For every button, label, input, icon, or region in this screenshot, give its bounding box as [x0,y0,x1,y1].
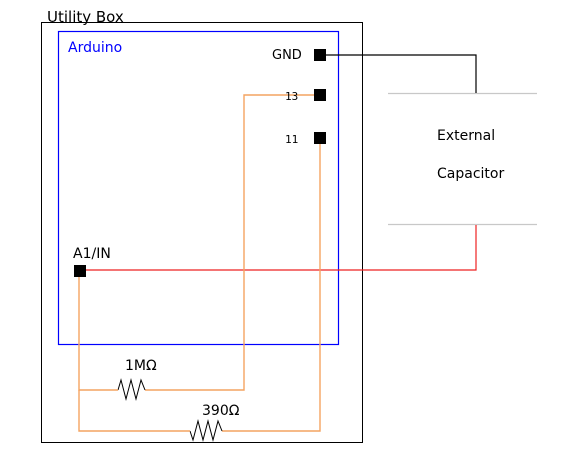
resistor-390 [189,419,223,442]
a1-to-390-wire [78,390,190,432]
a1-to-1m-wire [78,270,118,391]
pin11-square [314,132,326,144]
a1-wire [80,225,477,271]
resistor-1m [117,378,146,401]
resistor-390-label: 390Ω [202,403,240,419]
capacitor-label-line2: Capacitor [437,166,504,182]
arduino-board [57,30,340,346]
capacitor-label-line1: External [437,128,495,144]
pin11-wire [222,138,321,432]
utility-box-label: Utility Box [47,8,124,26]
a1-label: A1/IN [73,246,111,262]
pin11-label: 11 [285,133,298,146]
pin13-square [314,89,326,101]
resistor-1m-label: 1MΩ [125,358,157,374]
gnd-pin [314,49,326,61]
arduino-label: Arduino [68,40,122,56]
pin13-label: 13 [285,90,298,103]
gnd-label: GND [272,48,302,63]
pin13-wire [145,94,320,391]
a1-pin [74,265,86,277]
utility-box [41,22,363,443]
gnd-wire [320,54,477,93]
